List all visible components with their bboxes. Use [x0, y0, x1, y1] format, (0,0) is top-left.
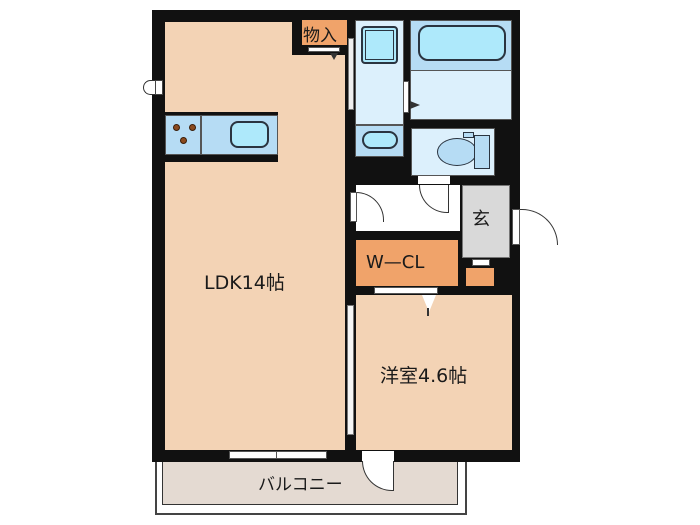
burner-icon	[180, 137, 187, 144]
left-door-frame	[155, 80, 163, 95]
left-door-swing[interactable]	[143, 80, 155, 95]
bedroom-balcony-door-frame	[362, 451, 394, 461]
stove	[165, 115, 201, 155]
bedroom-door-arrow-outline	[427, 308, 429, 316]
washing-machine-pan	[361, 26, 398, 64]
entrance	[462, 185, 510, 258]
bathroom-door[interactable]	[403, 81, 409, 113]
entrance-label: 玄	[472, 209, 490, 230]
bathtub-icon	[418, 25, 506, 61]
washbasin-icon	[362, 131, 398, 149]
burner-icon	[189, 124, 196, 131]
window-divider	[276, 451, 277, 459]
western-room-label: 洋室4.6帖	[380, 365, 468, 387]
balcony-window[interactable]	[229, 451, 327, 459]
room-storage	[302, 20, 347, 45]
bathroom-door-arrow	[410, 101, 420, 109]
wcl-label: W—CL	[366, 252, 425, 273]
entrance-door-frame	[512, 209, 520, 245]
balcony	[162, 458, 458, 505]
room-ldk	[165, 22, 345, 450]
balcony-label: バルコニー	[258, 475, 343, 495]
toilet-tank-icon	[474, 135, 490, 169]
bedroom-door-arrow	[422, 295, 436, 312]
entrance-door-swing[interactable]	[520, 209, 558, 245]
wcl-door[interactable]	[374, 287, 438, 294]
storage-label: 物入	[303, 26, 337, 46]
ldk-label: LDK14帖	[204, 272, 285, 294]
shoe-cabinet-door[interactable]	[472, 259, 490, 266]
sink-icon	[230, 121, 269, 148]
walk-in-closet	[356, 240, 458, 286]
toilet-door[interactable]	[418, 176, 450, 184]
shoe-cabinet	[466, 268, 494, 286]
burner-icon	[173, 124, 180, 131]
sliding-door-bedroom[interactable]	[347, 305, 354, 435]
sliding-door-washroom[interactable]	[348, 38, 354, 110]
room-western	[356, 295, 512, 450]
storage-door-arrow	[330, 53, 338, 60]
storage-door[interactable]	[308, 47, 340, 52]
toilet-bowl-icon	[437, 138, 477, 166]
hallway-door-frame	[350, 192, 357, 222]
toilet-lid-icon	[463, 132, 474, 138]
